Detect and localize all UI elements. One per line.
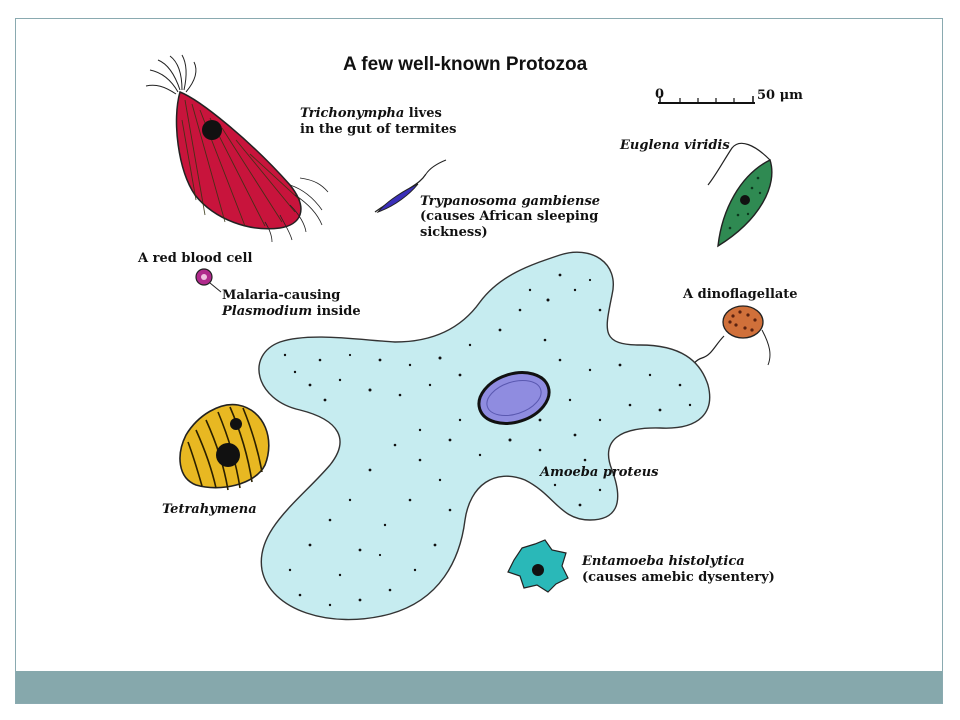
entamoeba-drawing — [507, 539, 569, 593]
figure-title: A few well-known Protozoa — [343, 54, 588, 75]
scale-start-label: 0 — [655, 87, 664, 102]
scale-bar: 0 50 μm — [655, 87, 803, 104]
amoeba-name: Amoeba proteus — [538, 465, 659, 480]
plasmodium-name: Plasmodium — [221, 304, 312, 319]
trichonympha-label-line2: in the gut of termites — [300, 122, 456, 137]
trichonympha-label-rest: lives — [404, 106, 442, 121]
red-blood-cell-label: A red blood cell — [137, 251, 252, 266]
trypanosoma-label-line2: (causes African sleeping — [420, 209, 598, 224]
amoeba-granules — [283, 273, 692, 607]
plasmodium-label-rest: inside — [312, 304, 361, 319]
trypanosoma-label-line3: sickness) — [420, 225, 488, 240]
trypanosoma-drawing — [374, 159, 447, 214]
trichonympha-name: Trichonympha — [300, 106, 404, 121]
dinoflagellate-label: A dinoflagellate — [682, 287, 798, 302]
footer-bar — [16, 671, 942, 703]
tetrahymena-name: Tetrahymena — [162, 502, 257, 517]
euglena-name: Euglena viridis — [619, 138, 730, 153]
scale-end-label: 50 μm — [757, 88, 803, 103]
trichonympha-drawing — [145, 54, 329, 243]
plasmodium-label-line1: Malaria-causing — [222, 288, 340, 303]
trichonympha-label-line1: Trichonympha lives — [300, 106, 442, 121]
red-blood-cell-drawing — [195, 268, 222, 293]
dinoflagellate-drawing — [686, 305, 771, 375]
amoeba-drawing — [258, 251, 711, 621]
tetrahymena-drawing — [179, 403, 270, 491]
plasmodium-label-line2: Plasmodium inside — [221, 304, 361, 319]
euglena-drawing — [707, 142, 773, 248]
entamoeba-label-line2: (causes amebic dysentery) — [582, 570, 775, 585]
trypanosoma-name: Trypanosoma gambiense — [420, 194, 600, 209]
entamoeba-name: Entamoeba histolytica — [581, 554, 745, 569]
